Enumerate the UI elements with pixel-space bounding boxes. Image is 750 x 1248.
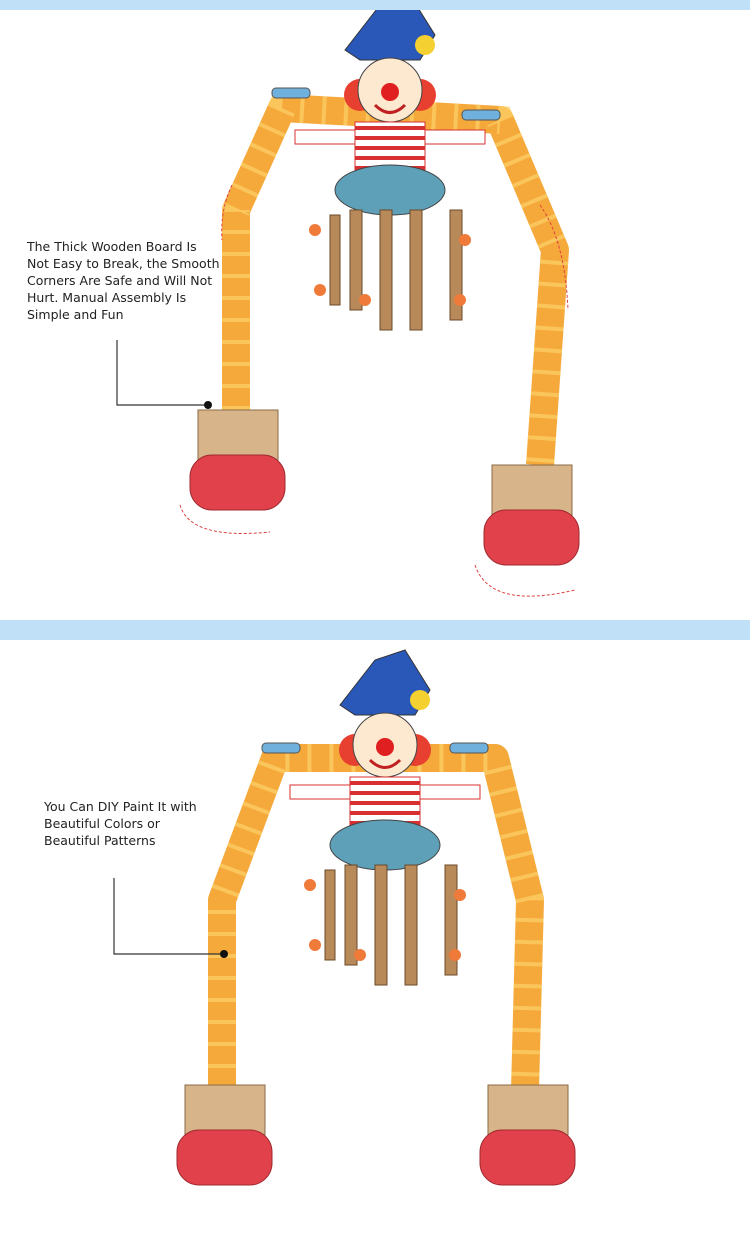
smooth-corner-marker [474,564,576,597]
orange-peg [314,284,326,296]
clown-toy-image [116,10,580,597]
smooth-corner-marker [221,184,233,241]
pivot-cap [449,742,489,754]
shirt-stripe [350,781,420,785]
shirt-stripe [355,156,425,160]
clown-mouth [373,103,407,114]
foot-box [197,409,279,461]
orange-peg [304,879,316,891]
top-divider-band [0,0,750,10]
red-foot [479,1129,576,1186]
clown-pants [334,164,446,216]
orange-peg [359,294,371,306]
orange-peg [449,949,461,961]
clown-nose [376,738,394,756]
clown-nose [381,83,399,101]
callout-line [113,878,224,955]
shirt-stripe [355,146,425,150]
shirt-stripe [355,136,425,140]
callout-dot [220,950,228,958]
red-foot [176,1129,273,1186]
clown-pants [329,819,441,871]
clown-mouth [368,758,402,769]
wooden-leg [409,209,423,331]
wooden-leg [349,209,363,311]
middle-divider-band [0,620,750,640]
jester-hat [344,10,436,61]
feature-caption: The Thick Wooden Board Is Not Easy to Br… [27,239,220,322]
orange-peg [309,224,321,236]
red-foot [483,509,580,566]
foot-box [491,464,573,516]
hat-bell [415,35,435,55]
orange-peg [459,234,471,246]
orange-peg [309,939,321,951]
wooden-leg [374,864,388,986]
orange-peg [354,949,366,961]
wooden-leg [329,214,341,306]
shirt-stripe [355,126,425,130]
wooden-leg [379,209,393,331]
shirt-stripe [350,811,420,815]
product-panel-diy: You Can DIY Paint It with Beautiful Colo… [0,640,750,1248]
smooth-corner-marker [179,504,271,534]
product-panel-sturdy: The Thick Wooden Board Is Not Easy to Br… [0,10,750,620]
feature-caption: You Can DIY Paint It with Beautiful Colo… [44,799,197,848]
smooth-corner-marker [539,204,569,311]
wooden-leg [324,869,336,961]
clown-arm [424,129,486,145]
clown-arm [289,784,351,800]
hat-bell [410,690,430,710]
clown-toy-image [113,649,576,1186]
pivot-cap [271,87,311,99]
shirt-stripe [350,801,420,805]
callout-line [116,340,208,406]
orange-peg [454,889,466,901]
wooden-leg [344,864,358,966]
wooden-leg [449,209,463,321]
red-foot [189,454,286,511]
foot-box [184,1084,266,1136]
jester-hat [339,649,431,716]
pivot-cap [461,109,501,121]
wooden-leg [404,864,418,986]
pivot-cap [261,742,301,754]
clown-arm [419,784,481,800]
shirt-stripe [350,791,420,795]
foot-box [487,1084,569,1136]
callout-dot [204,401,212,409]
orange-peg [454,294,466,306]
clown-arm [294,129,356,145]
wooden-leg [444,864,458,976]
